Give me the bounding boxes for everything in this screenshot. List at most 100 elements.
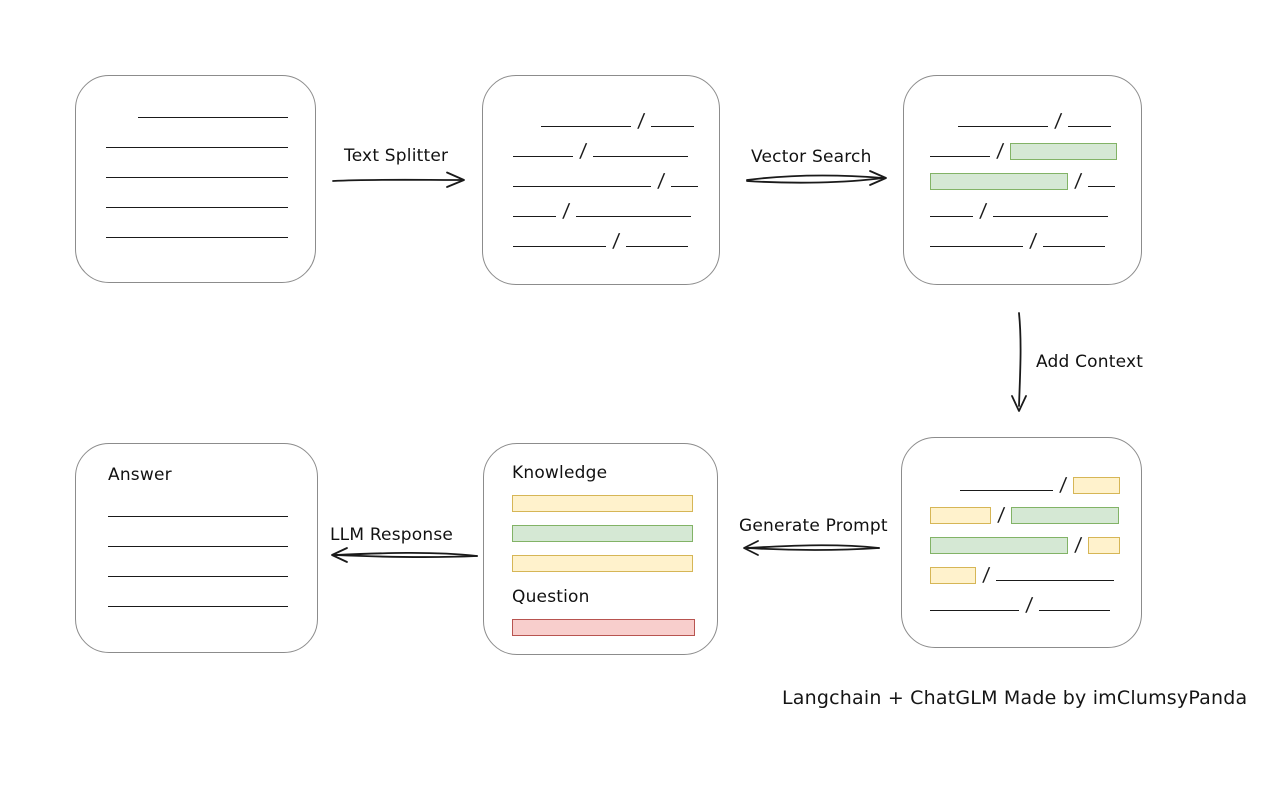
- text-line: [930, 156, 990, 157]
- text-row: [106, 222, 289, 242]
- context-result-box: / / / / /: [901, 437, 1142, 648]
- slash-separator: /: [995, 140, 1005, 162]
- text-line: [513, 156, 573, 157]
- slash-separator: /: [996, 504, 1006, 526]
- text-line: [513, 246, 606, 247]
- text-row: [512, 525, 693, 543]
- text-row: [108, 561, 289, 581]
- green-highlight: [512, 525, 693, 542]
- text-row: /: [930, 140, 1118, 162]
- yellow-highlight: [512, 555, 693, 572]
- text-line: [576, 216, 692, 217]
- text-row: [108, 591, 289, 611]
- text-row: /: [958, 110, 1117, 132]
- yellow-highlight: [1088, 537, 1121, 554]
- text-row: /: [930, 200, 1117, 222]
- prompt-box: Knowledge Question: [483, 443, 718, 655]
- slash-separator: /: [981, 564, 991, 586]
- text-line: [1088, 186, 1116, 187]
- green-highlight: [930, 173, 1068, 190]
- yellow-highlight: [1073, 477, 1121, 494]
- text-row: /: [930, 594, 1117, 616]
- text-row: [512, 495, 693, 513]
- text-line: [513, 216, 556, 217]
- yellow-highlight: [512, 495, 693, 512]
- llm-response-label: LLM Response: [330, 525, 454, 545]
- slash-separator: /: [1058, 474, 1068, 496]
- text-line: [1043, 246, 1106, 247]
- text-line: [960, 490, 1053, 491]
- text-line: [106, 207, 288, 208]
- slash-separator: /: [978, 200, 988, 222]
- yellow-highlight: [930, 567, 976, 584]
- text-line: [106, 237, 288, 238]
- text-line: [1068, 126, 1112, 127]
- vector-result-lines: / / / / /: [904, 76, 1141, 252]
- text-line: [106, 147, 288, 148]
- text-line: [671, 186, 699, 187]
- document-box: [75, 75, 316, 283]
- knowledge-label: Knowledge: [512, 463, 608, 483]
- text-row: /: [541, 110, 695, 132]
- text-row: [106, 162, 289, 182]
- slash-separator: /: [656, 170, 666, 192]
- text-line: [108, 546, 288, 547]
- text-row: [512, 619, 695, 637]
- text-line: [958, 126, 1048, 127]
- text-row: /: [930, 230, 1117, 252]
- split-text-box: / / / / /: [482, 75, 720, 285]
- text-line: [541, 126, 631, 127]
- slash-separator: /: [636, 110, 646, 132]
- text-line: [513, 186, 651, 187]
- answer-lines: [108, 501, 289, 611]
- text-row: /: [513, 140, 693, 162]
- slash-separator: /: [1053, 110, 1063, 132]
- text-line: [993, 216, 1109, 217]
- text-line: [138, 117, 288, 118]
- text-line: [1039, 610, 1111, 611]
- vector-search-arrow: [746, 170, 887, 186]
- green-highlight: [930, 537, 1068, 554]
- red-highlight: [512, 619, 695, 636]
- text-row: [512, 555, 693, 573]
- vector-result-box: / / / / /: [903, 75, 1142, 285]
- text-row: /: [960, 474, 1121, 496]
- slash-separator: /: [1073, 534, 1083, 556]
- slash-separator: /: [1073, 170, 1083, 192]
- slash-separator: /: [611, 230, 621, 252]
- text-row: /: [930, 170, 1117, 192]
- answer-label: Answer: [108, 465, 172, 485]
- text-row: /: [513, 200, 693, 222]
- text-row: /: [930, 504, 1120, 526]
- llm-response-arrow: [331, 547, 478, 563]
- text-splitter-label: Text Splitter: [344, 146, 449, 166]
- text-line: [651, 126, 695, 127]
- add-context-arrow: [1011, 312, 1027, 412]
- text-line: [106, 177, 288, 178]
- add-context-label: Add Context: [1036, 352, 1144, 372]
- answer-box: Answer: [75, 443, 318, 653]
- green-highlight: [1010, 143, 1118, 160]
- text-row: /: [513, 230, 693, 252]
- slash-separator: /: [1024, 594, 1034, 616]
- text-line: [930, 216, 973, 217]
- text-line: [593, 156, 689, 157]
- text-row: [106, 192, 289, 212]
- text-row: /: [513, 170, 699, 192]
- question-bar: [512, 619, 695, 637]
- text-line: [996, 580, 1115, 581]
- text-line: [108, 606, 288, 607]
- knowledge-bars: [512, 495, 693, 573]
- context-result-lines: / / / / /: [902, 438, 1141, 616]
- generate-prompt-label: Generate Prompt: [739, 516, 888, 536]
- question-label: Question: [512, 587, 590, 607]
- slash-separator: /: [1028, 230, 1038, 252]
- vector-search-label: Vector Search: [751, 147, 872, 167]
- slash-separator: /: [578, 140, 588, 162]
- text-splitter-arrow: [332, 171, 465, 188]
- yellow-highlight: [930, 507, 991, 524]
- generate-prompt-arrow: [743, 540, 880, 556]
- text-row: [108, 531, 289, 551]
- text-row: /: [930, 564, 1117, 586]
